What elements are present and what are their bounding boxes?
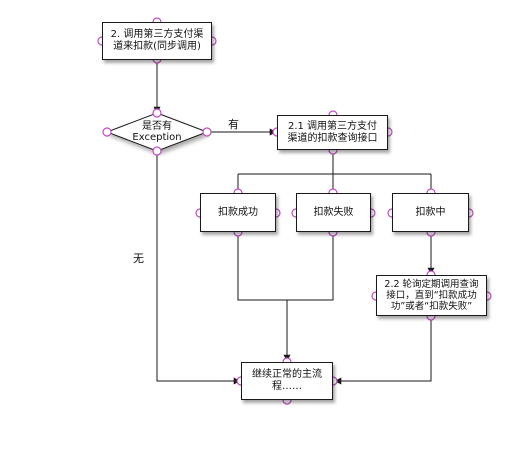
connector-dot[interactable]: [152, 108, 162, 118]
node-poll[interactable]: 2.2 轮询定期调用查询 接口，直到“扣款成功 功”或者“扣款失败”: [376, 275, 487, 316]
node-processing[interactable]: 扣款中: [392, 193, 469, 232]
edge-success-down: [237, 232, 287, 301]
connector-dot[interactable]: [202, 127, 212, 137]
edge-poll-to-continue: [334, 316, 432, 385]
node-continue[interactable]: 继续正常的主流 程……: [241, 362, 333, 400]
node-fail[interactable]: 扣款失败: [296, 193, 371, 232]
node-call-channel[interactable]: 2. 调用第三方支付渠 道来扣款(同步调用): [102, 22, 212, 60]
connector-dot[interactable]: [102, 127, 112, 137]
edge-fail-down: [287, 232, 334, 301]
edge-decision-to-continue: [156, 151, 241, 385]
edge-label-yes: 有: [228, 118, 239, 131]
node-query-api[interactable]: 2.1 调用第三方支付 渠道的扣款查询接口: [277, 115, 388, 150]
edge-label-no: 无: [133, 252, 144, 265]
node-success[interactable]: 扣款成功: [200, 193, 276, 232]
connector-dot[interactable]: [152, 146, 162, 156]
node-decision-label: 是否有 Exception: [132, 121, 182, 143]
